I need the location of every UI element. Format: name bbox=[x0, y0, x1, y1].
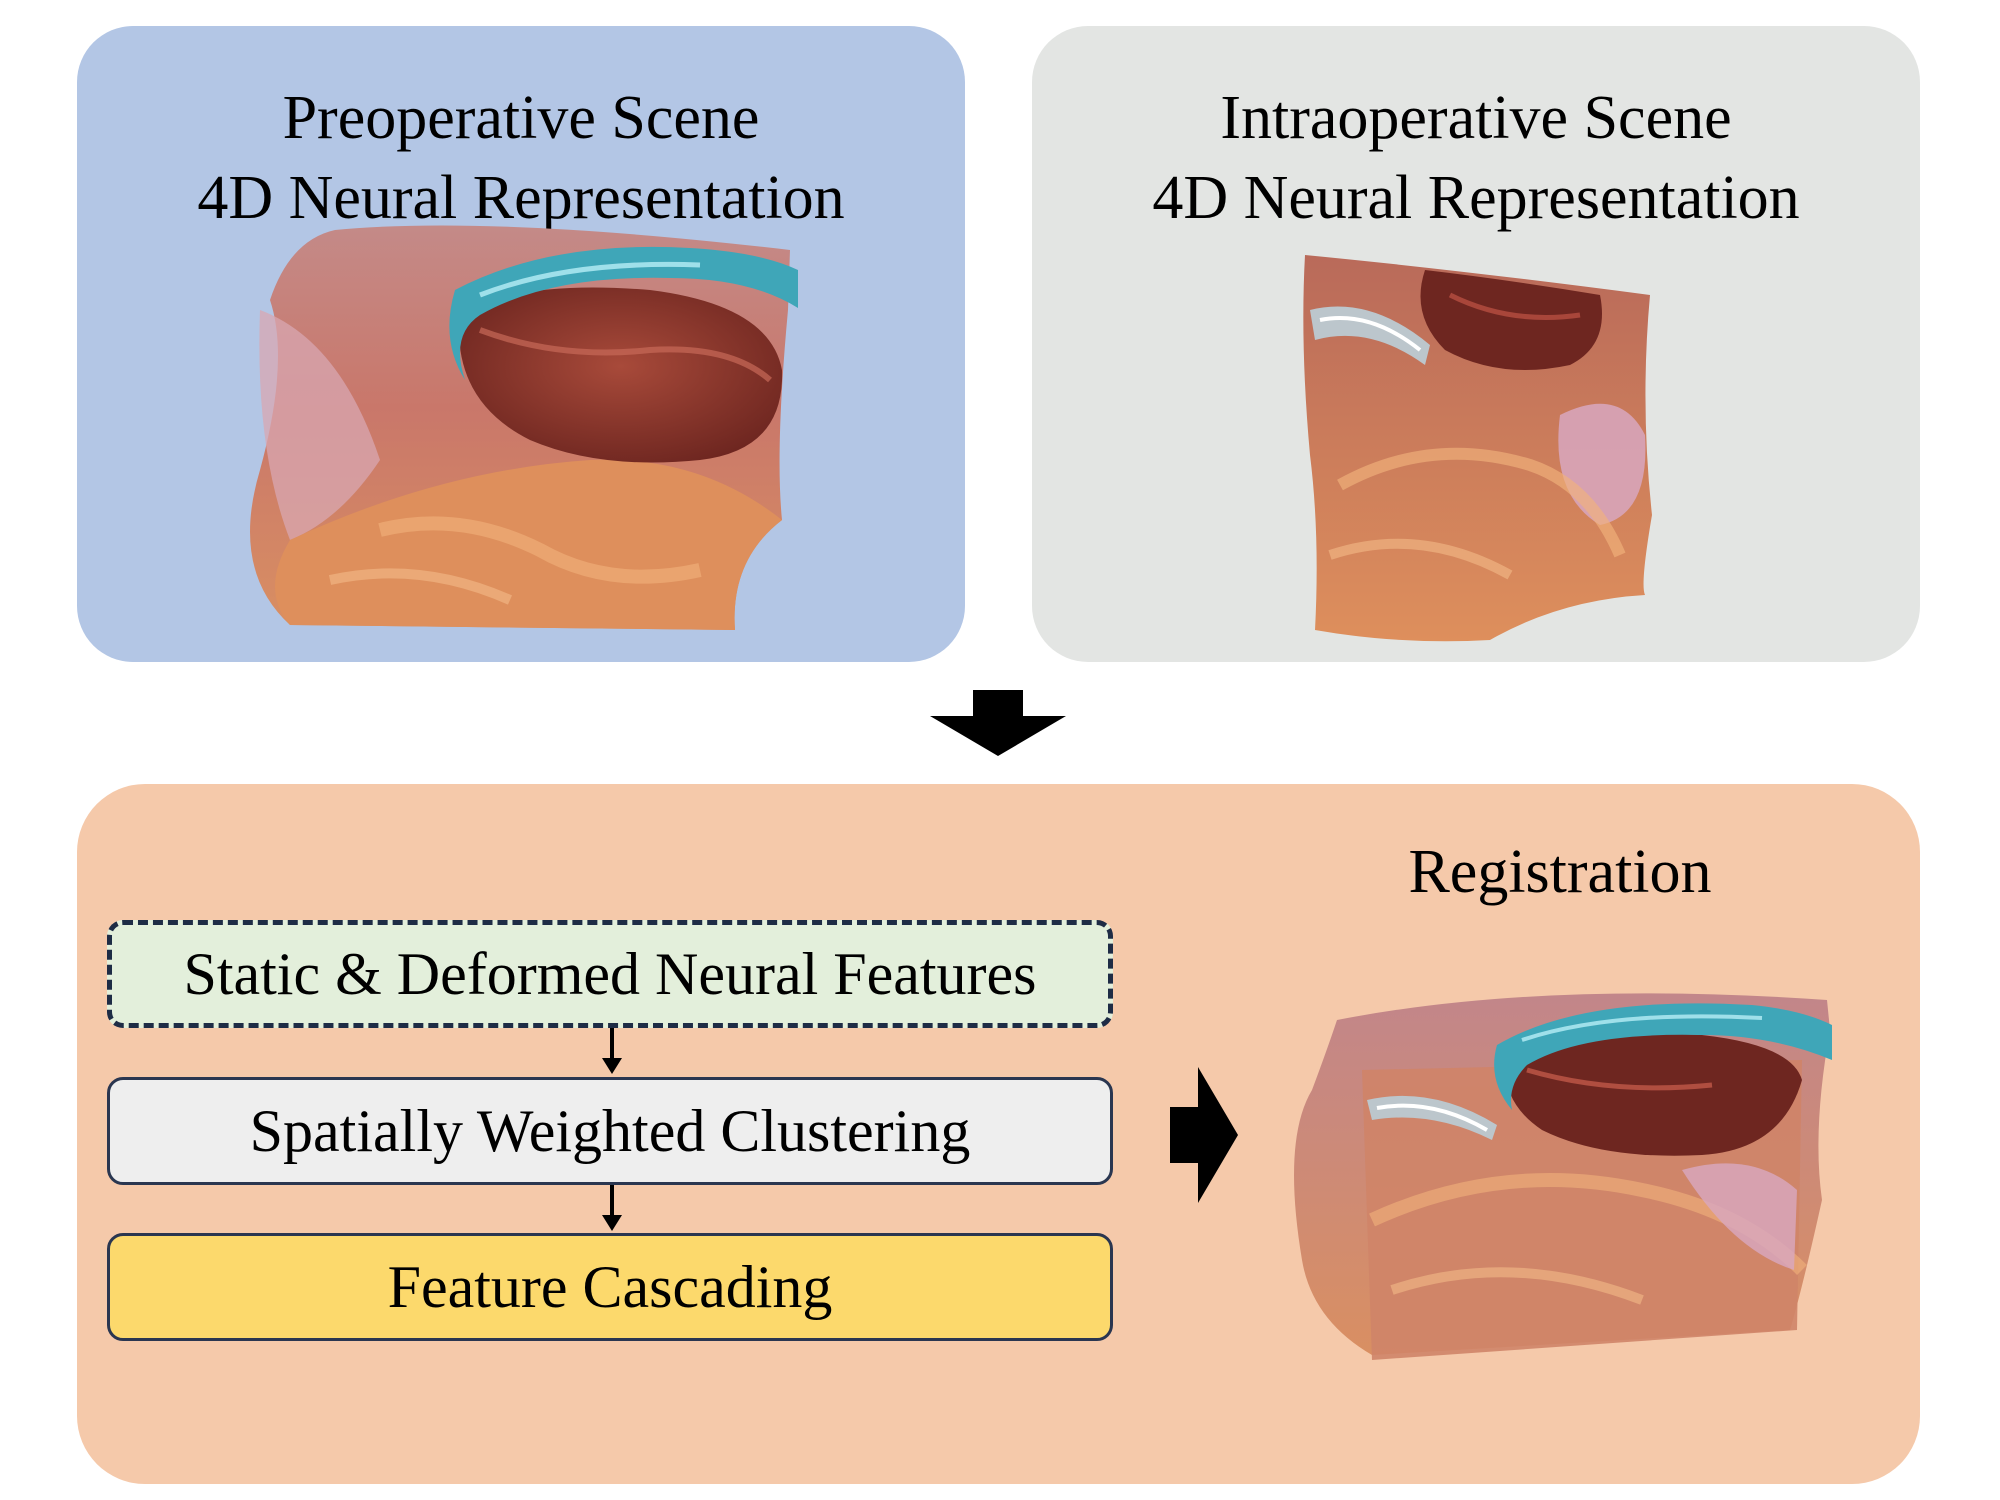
preoperative-title-line1: Preoperative Scene bbox=[282, 84, 760, 152]
down-arrow-icon bbox=[930, 690, 1066, 756]
spatially-weighted-clustering-box: Spatially Weighted Clustering bbox=[107, 1077, 1113, 1185]
feature-cascading-box: Feature Cascading bbox=[107, 1233, 1113, 1341]
step-arrow-2-icon bbox=[602, 1185, 622, 1231]
static-deformed-features-box: Static & Deformed Neural Features bbox=[107, 920, 1113, 1028]
intraoperative-title-line1: Intraoperative Scene bbox=[1220, 84, 1732, 152]
step-arrow-1-icon bbox=[602, 1028, 622, 1074]
intraoperative-scene-image bbox=[1303, 255, 1652, 642]
registration-title: Registration bbox=[1408, 838, 1712, 906]
preoperative-scene-image bbox=[250, 225, 798, 630]
preoperative-title-line2: 4D Neural Representation bbox=[197, 164, 845, 232]
intraoperative-title-line2: 4D Neural Representation bbox=[1152, 164, 1800, 232]
right-arrow-icon bbox=[1170, 1067, 1238, 1203]
registered-scene-image bbox=[1294, 993, 1832, 1360]
intraoperative-panel: Intraoperative Scene 4D Neural Represent… bbox=[1032, 26, 1920, 662]
